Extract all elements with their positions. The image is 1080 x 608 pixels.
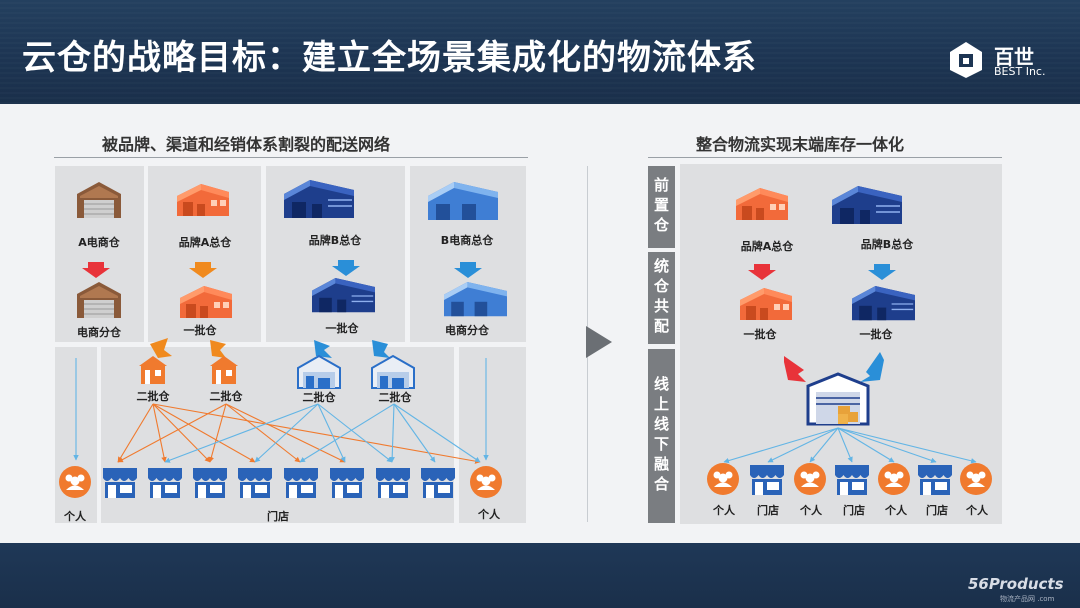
first-warehouse-orange-icon [180, 286, 232, 318]
label-b-ecom-main: B电商总仓 [440, 234, 494, 247]
store-icon-4 [238, 468, 272, 498]
label-ecom-sub-1: 电商分仓 [77, 326, 121, 339]
right-first-warehouse-navy-icon [851, 285, 916, 321]
right-brand-b-warehouse-icon [831, 185, 903, 225]
right-brand-a-warehouse-icon [736, 188, 788, 220]
down-arrow-red-icon [82, 262, 110, 278]
b-ecom-warehouse-icon [428, 182, 498, 220]
watermark-main: 56Products [968, 575, 1064, 593]
watermark-sub: 物流产品网 .com [1000, 595, 1055, 603]
down-arrow-blue-icon [332, 260, 360, 276]
right-person-icon-3 [878, 463, 910, 495]
right-label-first-1: 一批仓 [743, 328, 777, 341]
right-panel-title: 整合物流实现末端库存一体化 [696, 135, 905, 154]
down-arrow-orange-icon [189, 262, 217, 278]
right-label-bottom-3: 个人 [800, 504, 822, 517]
second-warehouse-blue-icon-2 [371, 355, 415, 389]
feed-arrow-blue-2 [372, 340, 390, 358]
right-store-icon-2 [835, 465, 869, 495]
second-warehouse-blue-icon-1 [297, 355, 341, 389]
feed-arrow-orange-1 [150, 338, 172, 358]
converge-arrow-red [784, 356, 806, 382]
converge-arrow-blue [860, 352, 884, 382]
logo-cn-text: 百世 [994, 45, 1034, 69]
brand-logo: 百世 BEST Inc. [946, 40, 1066, 80]
right-label-bottom-6: 门店 [926, 504, 948, 517]
footer-band [0, 543, 1080, 608]
label-second-1: 二批仓 [136, 390, 170, 403]
store-icon-7 [376, 468, 410, 498]
header-band [0, 0, 1080, 104]
store-icon-3 [193, 468, 227, 498]
label-first-1: 一批仓 [183, 324, 217, 337]
right-down-arrow-blue-icon [868, 264, 896, 280]
down-arrow-blue-icon-2 [454, 262, 482, 278]
right-label-first-2: 一批仓 [859, 328, 893, 341]
label-brand-b-main: 品牌B总仓 [308, 234, 362, 247]
best-logo-icon [950, 42, 982, 78]
left-panel-title: 被品牌、渠道和经销体系割裂的配送网络 [102, 135, 391, 154]
second-warehouse-orange-icon-2 [210, 356, 238, 384]
feed-arrow-orange-2 [210, 340, 226, 358]
right-label-bottom-5: 个人 [885, 504, 907, 517]
ecom-sub-warehouse-blue-icon [444, 282, 507, 317]
label-stores: 门店 [267, 510, 289, 523]
store-icon-6 [330, 468, 364, 498]
right-title-rule [648, 157, 1002, 158]
ecom-sub-warehouse-icon [76, 281, 122, 319]
label-second-2: 二批仓 [209, 390, 243, 403]
brand-a-warehouse-icon [177, 184, 229, 216]
page-title: 云仓的战略目标：建立全场景集成化的物流体系 [22, 38, 757, 78]
label-brand-a-main: 品牌A总仓 [178, 236, 232, 249]
first-warehouse-navy-icon [311, 277, 376, 313]
right-label-bottom-7: 个人 [966, 504, 988, 517]
store-icon-8 [421, 468, 455, 498]
a-ecom-warehouse-icon [76, 181, 122, 219]
right-store-icon-1 [750, 465, 784, 495]
feed-arrow-blue-1 [314, 340, 332, 358]
store-icon-1 [103, 468, 137, 498]
label-person-left: 个人 [64, 510, 86, 523]
store-icon-2 [148, 468, 182, 498]
right-label-bottom-2: 门店 [757, 504, 779, 517]
label-ecom-sub-2: 电商分仓 [445, 324, 489, 337]
right-first-warehouse-orange-icon [740, 288, 792, 320]
right-down-arrow-red-icon [748, 264, 776, 280]
person-icon-left [59, 466, 91, 498]
label-person-right: 个人 [478, 508, 500, 521]
left-title-rule [54, 157, 528, 158]
right-label-bottom-1: 个人 [713, 504, 735, 517]
right-person-icon-2 [794, 463, 826, 495]
right-label-bottom-4: 门店 [843, 504, 865, 517]
transition-arrow-icon [586, 326, 612, 358]
right-label-brand-b-main: 品牌B总仓 [860, 238, 914, 251]
right-store-icon-3 [918, 465, 952, 495]
store-icon-5 [284, 468, 318, 498]
person-icon-right [470, 466, 502, 498]
label-second-3: 二批仓 [302, 391, 336, 404]
label-a-ecom: A电商仓 [78, 236, 120, 249]
logo-en-text: BEST Inc. [994, 65, 1046, 78]
second-warehouse-orange-icon-1 [139, 356, 167, 384]
category-shared-delivery: 统仓共配 [648, 252, 675, 344]
category-omnichannel: 线上线下融合 [648, 349, 675, 523]
right-label-brand-a-main: 品牌A总仓 [740, 240, 794, 253]
brand-b-warehouse-icon [283, 179, 355, 219]
label-first-2: 一批仓 [325, 322, 359, 335]
central-warehouse-icon [806, 372, 870, 426]
right-person-icon-1 [707, 463, 739, 495]
right-person-icon-4 [960, 463, 992, 495]
label-second-4: 二批仓 [378, 391, 412, 404]
category-front-warehouse: 前置仓 [648, 166, 675, 248]
